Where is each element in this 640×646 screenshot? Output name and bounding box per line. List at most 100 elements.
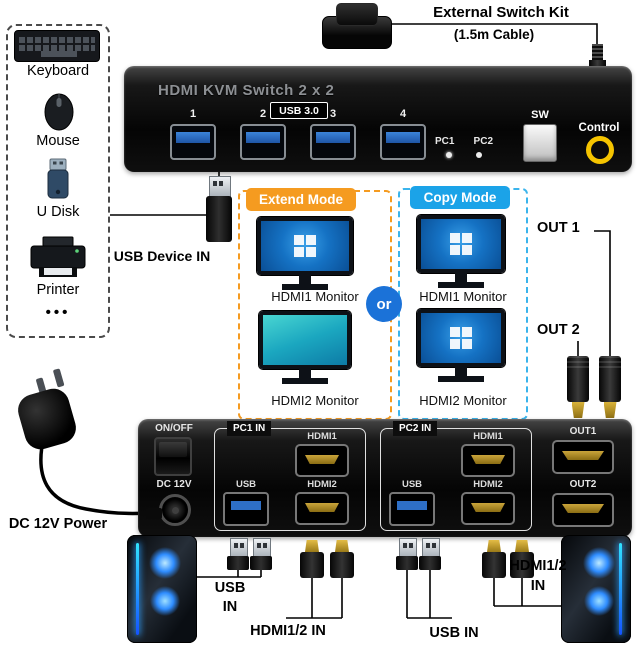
- monitor-screen: [417, 215, 505, 273]
- windows-logo: [450, 233, 472, 255]
- out1-hdmi-port[interactable]: [552, 440, 614, 474]
- power-cord: [39, 434, 150, 516]
- hdmi-in-right-label-2: IN: [530, 578, 546, 594]
- dc-power-label: DC 12V Power: [8, 516, 108, 532]
- usb-drive-icon: [47, 158, 69, 199]
- out2-port-label: OUT2: [569, 479, 597, 490]
- usb-plug-pc1-b: [250, 538, 272, 570]
- hdmi-cable-out1: [599, 356, 621, 418]
- hdmi-in-bottom-left-label: HDMI1/2 IN: [250, 623, 326, 639]
- hdmi-cable-out2: [567, 356, 589, 418]
- pc1-in-label: PC1 IN: [227, 421, 272, 436]
- usb-in-left-label-2: IN: [222, 599, 238, 615]
- extend-hdmi2-monitor: [259, 311, 351, 384]
- pc2-label: PC2: [473, 136, 493, 147]
- pc1-hdmi1-label: HDMI1: [307, 431, 337, 442]
- usb3-badge: USB 3.0: [270, 102, 328, 119]
- or-badge: or: [366, 286, 402, 322]
- usb-plug-pc1-a: [227, 538, 249, 570]
- hdmi-plug-pc1-b: [330, 540, 354, 578]
- usb-device-plug: [206, 176, 232, 242]
- pc1-usb-port[interactable]: [223, 492, 269, 526]
- pc2-in-label: PC2 IN: [393, 421, 438, 436]
- pc1-label: PC1: [435, 136, 455, 147]
- monitor-screen: [257, 217, 353, 275]
- usb-plug-pc2-a: [396, 538, 418, 570]
- keyboard-label: Keyboard: [26, 63, 90, 79]
- usb-port-1[interactable]: [170, 124, 216, 160]
- windows-logo: [450, 327, 472, 349]
- monitor-screen: [417, 309, 505, 367]
- printer-icon: [30, 236, 86, 277]
- port-number-3: 3: [329, 108, 337, 120]
- peripherals-box: [6, 24, 110, 338]
- monitor-stand: [417, 273, 505, 288]
- copy-hdmi2-monitor: [417, 309, 505, 382]
- copy-mode-badge: Copy Mode: [410, 186, 510, 209]
- copy-monitor1-label: HDMI1 Monitor: [419, 289, 507, 304]
- sw-button[interactable]: [523, 124, 557, 162]
- switch-kit-subtitle: (1.5m Cable): [453, 27, 535, 42]
- monitor-screen: [259, 311, 351, 369]
- usb-in-bottom-right-label: USB IN: [429, 625, 479, 641]
- dc-barrel-connector: [146, 508, 162, 519]
- port-number-1: 1: [189, 108, 197, 120]
- power-rocker-switch[interactable]: [154, 437, 192, 476]
- monitor-stand: [417, 367, 505, 382]
- more-devices-dots: •••: [45, 304, 71, 321]
- control-jack-port[interactable]: [586, 136, 614, 164]
- pc2-in-group: PC2 IN HDMI1 USB HDMI2: [380, 421, 532, 531]
- kvm-switch-front-panel: HDMI KVM Switch 2 x 2 USB 3.0 1 2 3 4 PC…: [124, 66, 632, 172]
- dc12v-label: DC 12V: [156, 479, 192, 490]
- usb-port-4[interactable]: [380, 124, 426, 160]
- dc-power-jack[interactable]: [159, 494, 191, 526]
- power-plug-icon: [14, 374, 84, 458]
- usb-plug-pc2-b: [419, 538, 441, 570]
- computer-tower-left: [127, 535, 197, 643]
- pc2-usb-label: USB: [401, 479, 423, 490]
- hdmi-plug-pc2-a: [482, 540, 506, 578]
- pc1-hdmi2-label: HDMI2: [307, 479, 337, 490]
- copy-hdmi1-monitor: [417, 215, 505, 288]
- hdmi-plug-pc2-b: [510, 540, 534, 578]
- pc2-hdmi1-port[interactable]: [461, 444, 515, 477]
- extend-hdmi1-monitor: [257, 217, 353, 290]
- copy-monitor2-label: HDMI2 Monitor: [419, 393, 507, 408]
- udisk-label: U Disk: [36, 204, 80, 220]
- pc2-hdmi2-port[interactable]: [461, 492, 515, 525]
- mouse-label: Mouse: [36, 133, 80, 149]
- printer-label: Printer: [36, 282, 80, 298]
- switch-kit-title: External Switch Kit: [433, 4, 569, 21]
- port-number-2: 2: [259, 108, 267, 120]
- kvm-title: HDMI KVM Switch 2 x 2: [158, 82, 335, 99]
- hdmi-in-right-label-1: HDMI1/2: [509, 558, 567, 574]
- monitor-stand: [259, 369, 351, 384]
- control-label: Control: [578, 122, 620, 134]
- mouse-icon: [44, 93, 74, 131]
- usb-port-2[interactable]: [240, 124, 286, 160]
- out2-label: OUT 2: [537, 322, 580, 338]
- out1-label: OUT 1: [537, 220, 580, 236]
- pc2-usb-port[interactable]: [389, 492, 435, 526]
- pc2-hdmi2-label: HDMI2: [473, 479, 503, 490]
- windows-logo: [294, 235, 316, 257]
- extend-monitor1-label: HDMI1 Monitor: [271, 289, 359, 304]
- extend-monitor2-label: HDMI2 Monitor: [271, 393, 359, 408]
- pc1-usb-label: USB: [235, 479, 257, 490]
- pc1-hdmi2-port[interactable]: [295, 492, 349, 525]
- pc-status-leds: [446, 152, 452, 158]
- keyboard-icon: [14, 30, 100, 62]
- usb-port-3[interactable]: [310, 124, 356, 160]
- sw-label: SW: [531, 109, 549, 121]
- pc1-hdmi1-port[interactable]: [295, 444, 349, 477]
- usb-in-left-label-1: USB: [214, 580, 246, 596]
- out2-hdmi-port[interactable]: [552, 493, 614, 527]
- pc1-in-group: PC1 IN HDMI1 USB HDMI2: [214, 421, 366, 531]
- out1-port-label: OUT1: [569, 426, 597, 437]
- computer-tower-right: [561, 535, 631, 643]
- onoff-label: ON/OFF: [155, 423, 193, 434]
- hdmi-plug-pc1-a: [300, 540, 324, 578]
- pc2-hdmi1-label: HDMI1: [473, 431, 503, 442]
